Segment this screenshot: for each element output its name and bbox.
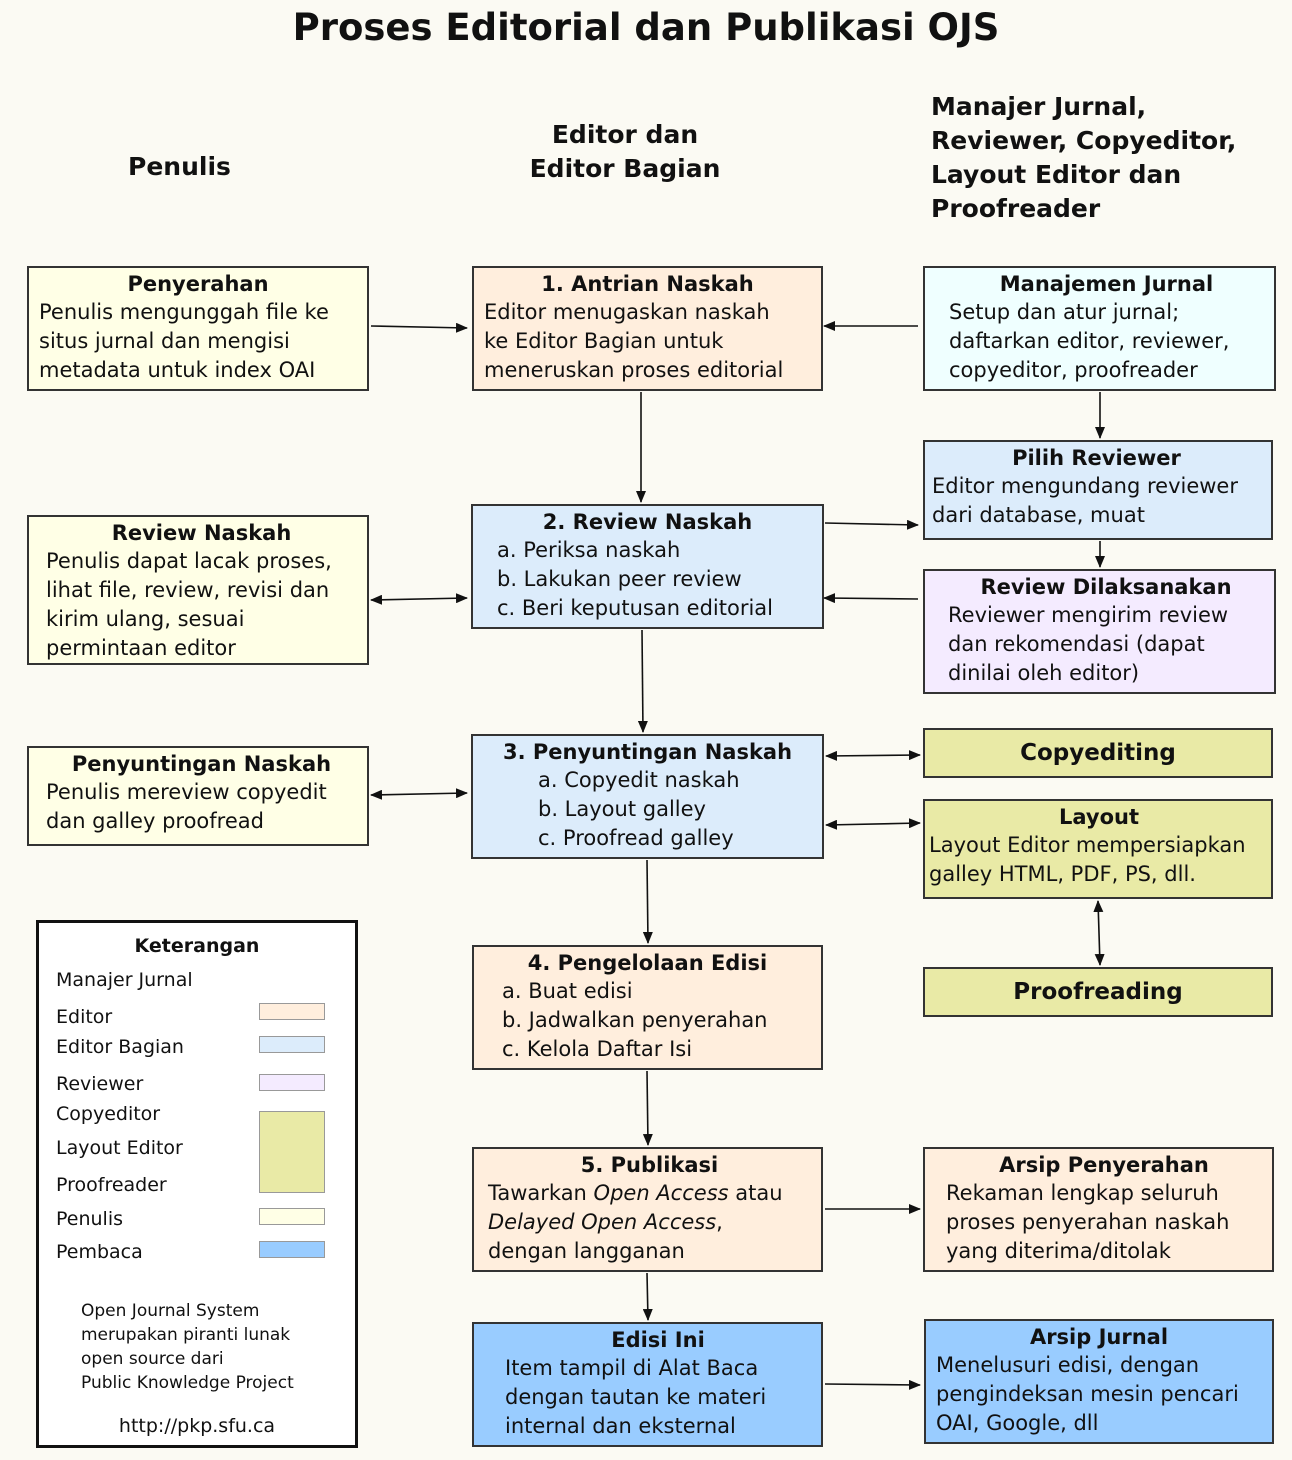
box-review-penulis: Review Naskah Penulis dapat lacak proses… [27,515,369,665]
legend-item-proofreader: Proofreader [56,1174,167,1196]
box-review-naskah: 2. Review Naskah a. Periksa naskah b. La… [471,504,824,629]
arrow-review-penyuntingan [637,629,648,733]
arrow-layout-proofreading-double [1093,900,1105,966]
arrow-publikasi-edisi [642,1272,653,1321]
box-layout: Layout Layout Editor mempersiapkan galle… [923,799,1273,899]
box-proofreading: Proofreading [923,967,1273,1017]
box-copyediting: Copyediting [923,728,1273,778]
legend-url: http://pkp.sfu.ca [118,1415,276,1437]
box-publikasi: 5. Publikasi Tawarkan Open Access atau D… [472,1147,823,1272]
legend-item-layout-editor: Layout Editor [56,1137,183,1159]
box-arsip-jurnal: Arsip Jurnal Menelusuri edisi, dengan pe… [924,1319,1274,1444]
box-edisi-ini: Edisi Ini Item tampil di Alat Baca denga… [472,1322,823,1447]
arrow-penyuntingan-layout [825,818,921,830]
box-penyuntingan-naskah: 3. Penyuntingan Naskah a. Copyedit naska… [471,734,824,859]
legend: Keterangan Manajer Jurnal Editor Editor … [36,920,358,1448]
legend-item-editor-bagian: Editor Bagian [56,1036,184,1058]
legend-item-penulis: Penulis [56,1208,124,1230]
arrow-edisi-arsipjurnal [824,1379,921,1390]
legend-item-copyeditor: Copyeditor [56,1103,161,1125]
arrow-penyuntingan-copyediting [825,750,921,761]
column-header-editor: Editor dan Editor Bagian [529,120,721,183]
legend-swatch-pembaca [259,1241,325,1258]
arrow-reviewdilaksanakan-review [823,593,919,604]
arrow-penyuntingan-pengelolaan [642,859,653,944]
arrow-review-penulis-double [370,593,468,605]
box-pilih-reviewer: Pilih Reviewer Editor mengundang reviewe… [923,440,1273,540]
column-header-manajer: Manajer Jurnal, Reviewer, Copyeditor, La… [931,92,1237,223]
legend-swatch-copyedit [259,1111,325,1193]
box-penyerahan: Penyerahan Penulis mengunggah file ke si… [27,266,369,391]
legend-item-manajer: Manajer Jurnal [56,969,193,991]
legend-item-reviewer: Reviewer [56,1073,144,1095]
box-antrian-naskah: 1. Antrian Naskah Editor menugaskan nask… [472,266,823,391]
legend-note: Open Journal System merupakan piranti lu… [81,1301,294,1393]
legend-item-editor: Editor [56,1006,113,1028]
arrow-penyuntingan-penulis-double [370,788,468,800]
box-arsip-penyerahan: Arsip Penyerahan Rekaman lengkap seluruh… [923,1147,1274,1272]
legend-swatch-editor-bagian [259,1036,325,1053]
legend-swatch-editor [259,1003,325,1020]
box-review-dilaksanakan: Review Dilaksanakan Reviewer mengirim re… [923,569,1276,694]
arrow-review-pilihreviewer [824,519,919,530]
box-pengelolaan-edisi: 4. Pengelolaan Edisi a. Buat edisi b. Ja… [472,945,823,1070]
box-manajemen-jurnal: Manajemen Jurnal Setup dan atur jurnal; … [923,266,1276,391]
box-penyuntingan-penulis: Penyuntingan Naskah Penulis mereview cop… [27,746,369,846]
legend-swatch-reviewer [259,1074,325,1091]
arrow-pengelolaan-publikasi [642,1070,653,1146]
arrow-penyerahan-antrian [370,322,468,333]
legend-item-pembaca: Pembaca [56,1241,143,1263]
legend-swatch-penulis [259,1208,325,1225]
column-header-penulis: Penulis [128,152,231,181]
diagram-title: Proses Editorial dan Publikasi OJS [292,6,1000,49]
